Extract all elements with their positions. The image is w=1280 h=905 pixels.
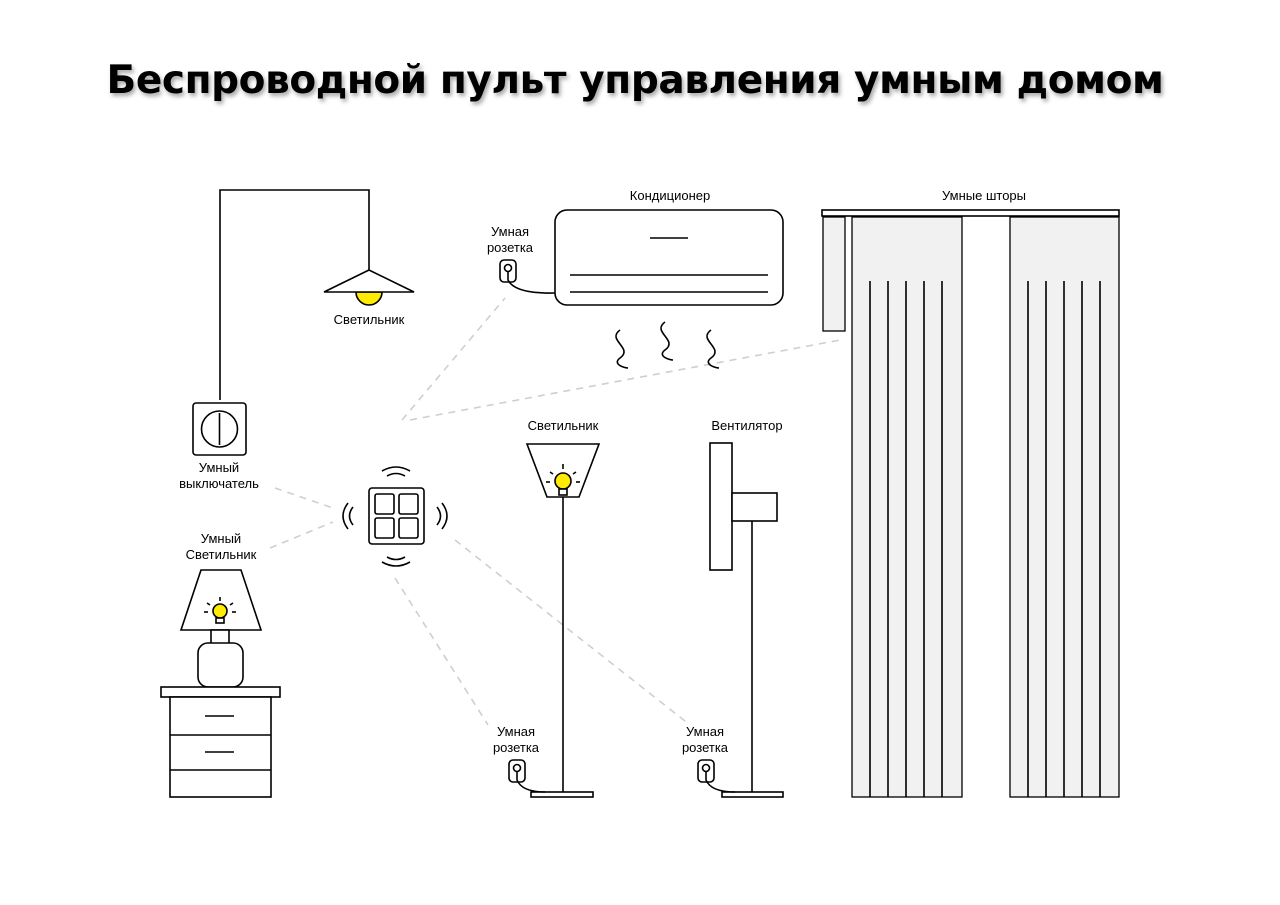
curtain-motor — [822, 216, 846, 332]
lamp-socket-label-line1: Умная — [497, 724, 535, 739]
wireless-remote — [342, 466, 448, 567]
smart-table-lamp: Умный Светильник — [179, 531, 263, 688]
connection-smart-lamp — [269, 521, 334, 549]
curtain-folds — [869, 281, 1101, 797]
smart-switch: Умный выключатель — [179, 402, 259, 491]
connection-floor-lamp-socket — [394, 577, 489, 726]
connection-lines — [269, 297, 841, 726]
smart-curtains: Умные шторы — [821, 188, 1120, 798]
ceiling-wire — [219, 189, 370, 400]
smart-lamp-label-line1: Умный — [201, 531, 241, 546]
connection-fan-socket — [454, 539, 691, 726]
floor-lamp-label: Светильник — [528, 418, 599, 433]
remote-button-4 — [398, 517, 419, 539]
fan-socket-label-line1: Умная — [686, 724, 724, 739]
lamp-base — [197, 642, 244, 688]
floor-lamp: Светильник — [525, 418, 601, 798]
lightbulb-icon — [546, 464, 580, 496]
fan: Вентилятор — [709, 418, 784, 798]
floor-lamp-smart-socket: Умная розетка — [493, 724, 546, 793]
ac-socket-label-line1: Умная — [491, 224, 529, 239]
floor-lampshade — [525, 443, 601, 498]
ac-socket-label-line2: розетка — [487, 240, 534, 255]
ceiling-lamp-label: Светильник — [334, 312, 405, 327]
lightbulb-icon — [204, 597, 236, 624]
connection-ac-socket — [401, 297, 506, 421]
table-lampshade — [179, 569, 263, 631]
fan-base — [721, 791, 784, 798]
air-conditioner: Кондиционер — [554, 188, 784, 369]
curtain-left — [851, 216, 963, 798]
switch-label-line1: Умный — [199, 460, 239, 475]
connection-switch — [274, 487, 334, 509]
ac-smart-socket: Умная розетка — [487, 224, 556, 294]
ceiling-lamp: Светильник — [219, 189, 415, 400]
conditioner-label: Кондиционер — [630, 188, 710, 203]
switch-label-line2: выключатель — [179, 476, 259, 491]
floor-lamp-base — [530, 791, 594, 798]
fan-label: Вентилятор — [711, 418, 782, 433]
smart-lamp-label-line2: Светильник — [186, 547, 257, 562]
fan-socket-label-line2: розетка — [682, 740, 729, 755]
fan-smart-socket: Умная розетка — [682, 724, 736, 793]
lampshade — [323, 269, 415, 293]
lightbulb-icon — [355, 291, 383, 306]
page-title: Беспроводной пульт управления умным домо… — [106, 58, 1164, 103]
fan-head — [709, 442, 733, 571]
remote-button-1 — [374, 493, 395, 515]
nightstand — [160, 686, 281, 798]
curtain-rail — [821, 209, 1120, 217]
remote-button-2 — [398, 493, 419, 515]
connection-curtains — [409, 339, 841, 421]
curtains-label: Умные шторы — [942, 188, 1026, 203]
fan-motor — [731, 492, 778, 522]
ac-unit — [554, 209, 784, 306]
signal-wave-icon — [342, 466, 448, 567]
remote-button-3 — [374, 517, 395, 539]
lamp-socket-label-line2: розетка — [493, 740, 540, 755]
